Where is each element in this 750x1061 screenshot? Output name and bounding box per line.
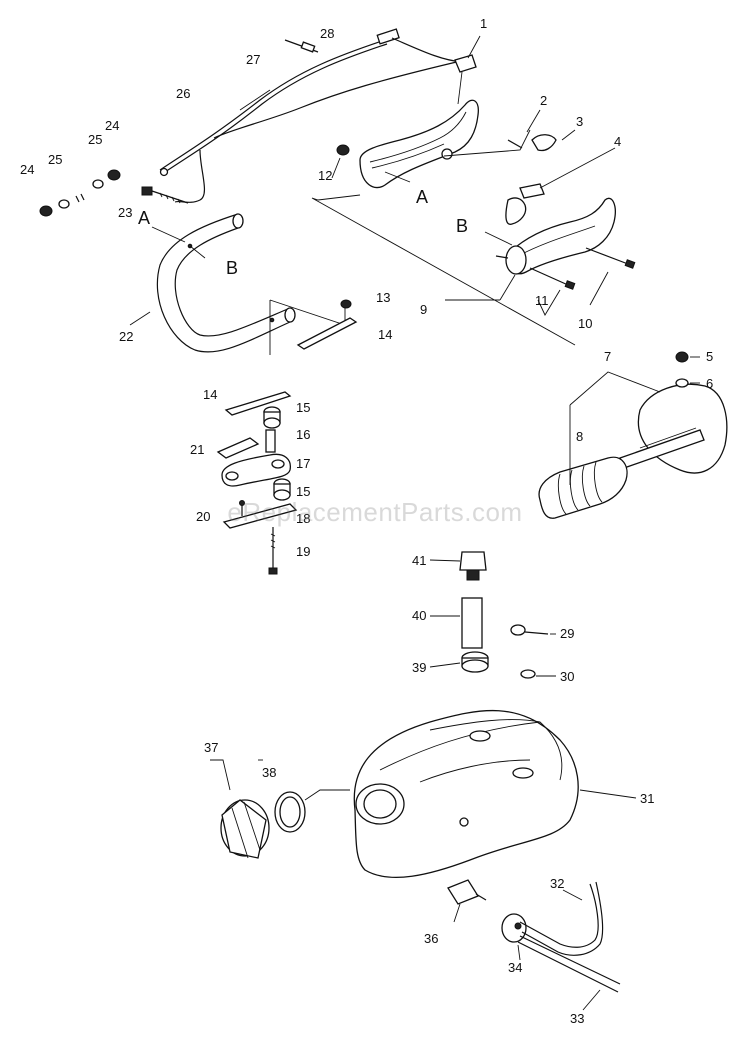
part-label-25-left: 25 <box>48 152 62 167</box>
fuel-line-32[interactable] <box>519 881 604 956</box>
grommet[interactable] <box>461 651 489 673</box>
part-label-23: 23 <box>118 205 132 220</box>
washer-30[interactable] <box>520 669 536 679</box>
cable-tie[interactable] <box>284 39 319 53</box>
part-label-15-upper: 15 <box>296 400 310 415</box>
part-label-14-upper: 14 <box>378 327 392 342</box>
fuel-tank[interactable] <box>353 709 579 879</box>
part-label-36: 36 <box>424 931 438 946</box>
handle-clamp-assembly[interactable] <box>216 299 358 575</box>
fuel-tube[interactable] <box>461 597 483 649</box>
screw-29[interactable] <box>510 624 549 636</box>
part-label-37: 37 <box>204 740 218 755</box>
ref-letter-a-bar: A <box>138 208 150 228</box>
nut-12[interactable] <box>336 144 350 156</box>
part-label-32: 32 <box>550 876 564 891</box>
part-label-39: 39 <box>412 660 426 675</box>
part-label-3: 3 <box>576 114 583 129</box>
part-label-12: 12 <box>318 168 332 183</box>
cap-seal[interactable] <box>274 791 306 833</box>
fuel-filter[interactable] <box>447 879 487 905</box>
fuel-cap[interactable] <box>220 799 270 859</box>
rear-handle-half-a[interactable] <box>359 54 479 189</box>
ref-letter-b-bar: B <box>226 258 238 278</box>
part-label-40: 40 <box>412 608 426 623</box>
part-label-6: 6 <box>706 376 713 391</box>
part-label-30: 30 <box>560 669 574 684</box>
fuel-line-33[interactable] <box>517 935 621 993</box>
washer-6[interactable] <box>675 378 689 388</box>
leader-lines-grip <box>569 356 700 485</box>
nut-5[interactable] <box>675 351 689 363</box>
leader-lines-left <box>129 226 346 355</box>
rear-handle-half-b[interactable] <box>495 197 636 290</box>
part-label-13: 13 <box>376 290 390 305</box>
part-label-8: 8 <box>576 429 583 444</box>
part-label-31: 31 <box>640 791 654 806</box>
part-label-33: 33 <box>570 1011 584 1026</box>
part-label-22: 22 <box>119 329 133 344</box>
part-label-25-right: 25 <box>88 132 102 147</box>
part-label-26: 26 <box>176 86 190 101</box>
part-label-14-lower: 14 <box>203 387 217 402</box>
leader-lines-handle <box>311 35 616 346</box>
part-label-19: 19 <box>296 544 310 559</box>
part-label-11: 11 <box>535 293 549 308</box>
rubber-grip[interactable] <box>538 456 628 519</box>
throttle-trigger[interactable] <box>505 183 545 225</box>
part-label-38: 38 <box>262 765 276 780</box>
guard-plate[interactable] <box>637 383 728 474</box>
nut-washer-set[interactable] <box>39 169 121 217</box>
part-label-15-lower: 15 <box>296 484 310 499</box>
part-label-24-right: 24 <box>105 118 119 133</box>
trigger-spring[interactable] <box>507 139 523 149</box>
vent-cap[interactable] <box>459 551 487 581</box>
part-label-10: 10 <box>578 316 592 331</box>
part-label-28: 28 <box>320 26 334 41</box>
part-label-21: 21 <box>190 442 204 457</box>
part-label-1: 1 <box>480 16 487 31</box>
part-label-2: 2 <box>540 93 547 108</box>
part-label-5: 5 <box>706 349 713 364</box>
fuel-grommet[interactable] <box>501 913 527 943</box>
throttle-cable[interactable] <box>159 28 466 203</box>
part-label-4: 4 <box>614 134 621 149</box>
part-label-20: 20 <box>196 509 210 524</box>
loop-handle-bar[interactable] <box>156 213 296 353</box>
part-label-27: 27 <box>246 52 260 67</box>
part-label-34: 34 <box>508 960 522 975</box>
part-label-41: 41 <box>412 553 426 568</box>
part-label-24-left: 24 <box>20 162 34 177</box>
leader-lines-tank <box>210 559 637 1011</box>
part-label-9: 9 <box>420 302 427 317</box>
part-label-18: 18 <box>296 511 310 526</box>
part-label-17: 17 <box>296 456 310 471</box>
trigger-lockout[interactable] <box>531 134 557 152</box>
ref-letter-b-handle: B <box>456 216 468 236</box>
part-label-29: 29 <box>560 626 574 641</box>
ref-letter-a-handle: A <box>416 187 428 207</box>
screw-23[interactable] <box>141 186 189 204</box>
part-label-7: 7 <box>604 349 611 364</box>
part-label-16: 16 <box>296 427 310 442</box>
